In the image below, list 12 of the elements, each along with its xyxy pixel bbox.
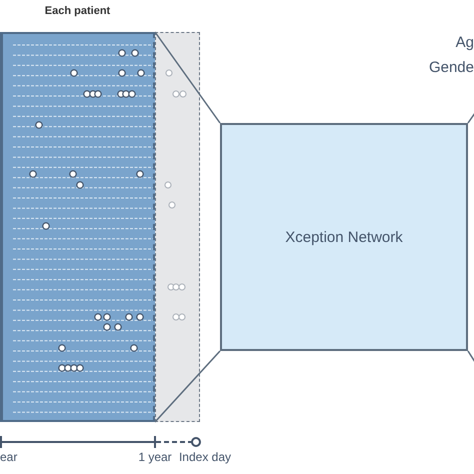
projection-line [154, 350, 221, 422]
axis-label: Index day [178, 450, 232, 464]
projection-line [467, 350, 474, 362]
section-heading: Each patient [44, 5, 112, 17]
network-box [220, 123, 468, 351]
projection-line [467, 112, 474, 124]
projection-line [154, 32, 221, 124]
time-window-panel [155, 32, 200, 422]
field-label: Gende [428, 59, 474, 76]
network-label: Xception Network [285, 228, 403, 246]
axis-label: ear [0, 450, 18, 464]
field-label: Ag [454, 34, 474, 51]
